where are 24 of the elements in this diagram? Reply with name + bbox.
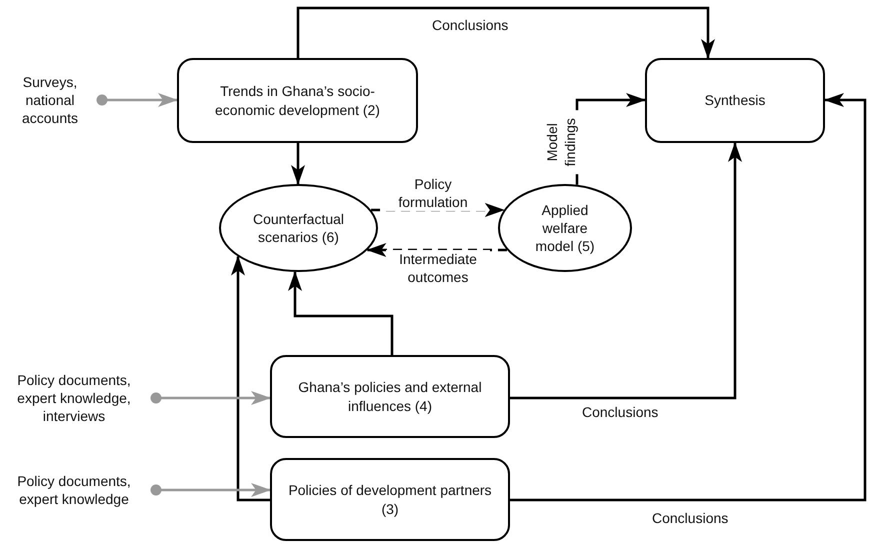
arrow	[510, 93, 866, 502]
arrow	[510, 142, 742, 400]
arrow	[231, 256, 270, 502]
process-box	[177, 58, 418, 143]
process-box	[270, 355, 510, 438]
node-label: Trends in Ghana’s socio-economic development (2)	[214, 82, 381, 119]
arrow	[96, 93, 178, 107]
source-text: Surveys, national accounts	[10, 67, 102, 133]
node-label: Counterfactual scenarios (6)	[252, 210, 346, 246]
arrow	[371, 203, 505, 217]
node-label: Ghana’s policies and external influences (4)	[297, 378, 483, 415]
arrow	[366, 243, 507, 257]
process-box	[270, 458, 510, 541]
node-label: Applied welfare model (5)	[534, 200, 596, 256]
source-text: Policy documents, expert knowledge	[4, 468, 156, 512]
arrow	[150, 483, 271, 497]
node-label: Synthesis	[704, 91, 766, 110]
arrow	[150, 391, 271, 405]
process-box	[645, 58, 825, 143]
arrow	[291, 143, 305, 185]
node-label: Policies of development partners (3)	[287, 481, 493, 518]
arrow	[288, 270, 394, 355]
arrow	[296, 6, 715, 59]
source-text: Policy documents, expert knowledge, interviews	[4, 365, 156, 431]
